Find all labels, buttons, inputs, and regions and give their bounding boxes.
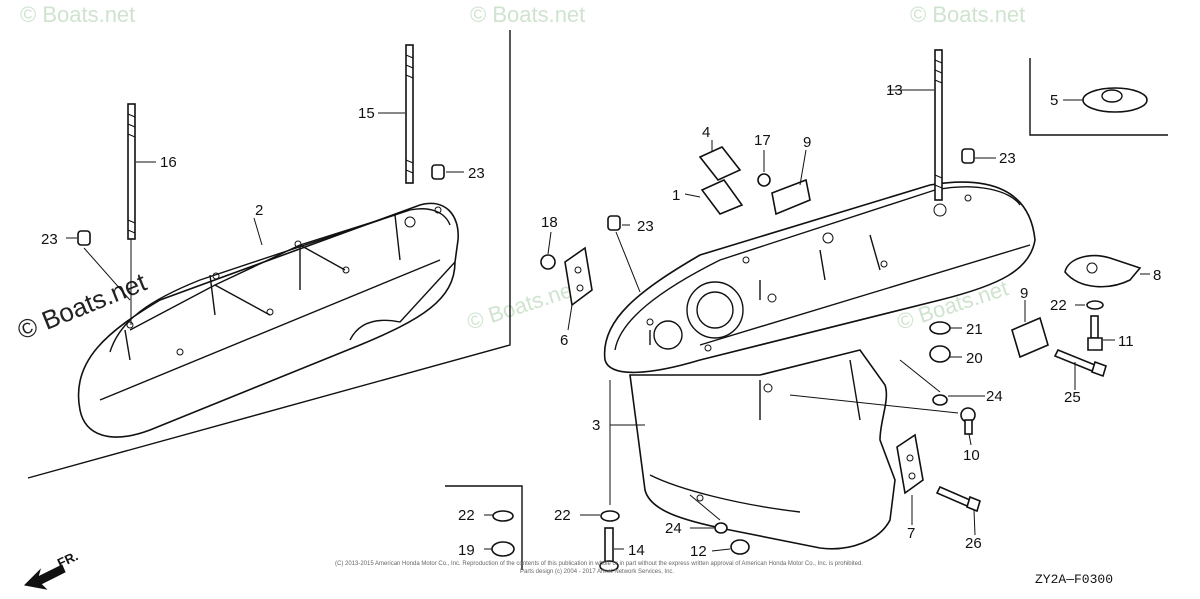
- grommet-part-20: [929, 345, 951, 363]
- mount-rubber-part-9-upper: [771, 178, 811, 216]
- stud-bolt-part-15: [405, 44, 414, 184]
- plate-part-5: [1082, 87, 1148, 113]
- callout-23-left-a: 23: [41, 231, 58, 248]
- nut-part-17: [757, 173, 771, 187]
- bolt-part-26: [935, 485, 981, 513]
- stud-bolt-part-13: [934, 49, 943, 201]
- nut-part-18: [540, 254, 556, 270]
- cover-part-7: [896, 433, 924, 495]
- upper-housing-part-2: [77, 202, 459, 438]
- washer-part-22-bottom-left: [492, 510, 514, 522]
- callout-9-upper: 9: [803, 134, 811, 151]
- callout-23-right-b: 23: [999, 150, 1016, 167]
- callout-12: 12: [690, 543, 707, 560]
- cover-part-6: [564, 246, 593, 307]
- extension-case-part-3: [603, 181, 1036, 550]
- rubber-mount-part-4: [698, 146, 742, 181]
- callout-17: 17: [754, 132, 771, 149]
- callout-10: 10: [963, 447, 980, 464]
- anode-part-8: [1064, 254, 1142, 288]
- bolt-part-25: [1053, 348, 1107, 378]
- copyright-line-1: (C) 2013-2015 American Honda Motor Co., …: [335, 561, 863, 567]
- callout-11: 11: [1118, 333, 1134, 350]
- bolt-part-11: [1087, 315, 1103, 351]
- callout-26: 26: [965, 535, 982, 552]
- callout-2: 2: [255, 202, 263, 219]
- stud-bolt-part-16: [127, 103, 136, 325]
- plug-part-12: [730, 539, 750, 555]
- callout-20: 20: [966, 350, 983, 367]
- front-direction-arrow: FR.: [23, 548, 80, 590]
- washer-part-24-bottom: [714, 522, 728, 534]
- watermark-top-right: © Boats.net: [910, 2, 1025, 27]
- callout-24-right: 24: [986, 388, 1003, 405]
- bolt-part-10: [960, 407, 976, 435]
- small-parts-frame: [445, 485, 523, 570]
- callout-13: 13: [886, 82, 903, 99]
- rubber-mount-part-1: [700, 179, 744, 215]
- washer-part-22-right: [1086, 300, 1104, 310]
- grommet-part-21: [929, 321, 951, 335]
- callout-25: 25: [1064, 389, 1081, 406]
- leader-lines: [66, 89, 1150, 552]
- callout-16: 16: [160, 154, 177, 171]
- watermark-center: © Boats.net: [464, 275, 581, 334]
- callout-5: 5: [1050, 92, 1058, 109]
- watermark-top-left: © Boats.net: [20, 2, 135, 27]
- left-frame: [27, 30, 511, 479]
- callout-22-right: 22: [1050, 297, 1067, 314]
- callout-6: 6: [560, 332, 568, 349]
- callout-3: 3: [592, 417, 600, 434]
- part5-frame: [1029, 58, 1168, 136]
- watermark-top-center: © Boats.net: [470, 2, 585, 27]
- washer-part-24-right: [932, 394, 948, 406]
- grommet-part-19: [491, 541, 515, 557]
- diagram-code: ZY2A—F0300: [1035, 572, 1113, 587]
- dowel-pin-part-23-left-b: [431, 164, 445, 180]
- front-direction-label: FR.: [55, 548, 80, 570]
- callout-21: 21: [966, 321, 983, 338]
- callout-7: 7: [907, 525, 915, 542]
- dowel-pin-part-23-left-a: [77, 230, 91, 246]
- callout-9-right: 9: [1020, 285, 1028, 302]
- callout-22-bottom-left: 22: [458, 507, 475, 524]
- callout-8: 8: [1153, 267, 1161, 284]
- mount-rubber-part-9-right: [1011, 316, 1049, 359]
- washer-part-22-bottom-center: [600, 510, 620, 522]
- callout-24-bottom: 24: [665, 520, 682, 537]
- bolt-part-14: [599, 527, 619, 572]
- callout-18: 18: [541, 214, 558, 231]
- callout-23-right-a: 23: [637, 218, 654, 235]
- dowel-pin-part-23-right-b: [961, 148, 975, 164]
- callout-15: 15: [358, 105, 375, 122]
- callout-14: 14: [628, 542, 645, 559]
- callout-1: 1: [672, 187, 680, 204]
- callout-22-bottom-center: 22: [554, 507, 571, 524]
- callout-19: 19: [458, 542, 475, 559]
- callout-23-left-b: 23: [468, 165, 485, 182]
- dowel-pin-part-23-right-a: [607, 215, 621, 231]
- copyright-line-2: Parts design (c) 2004 - 2017 Arinet Netw…: [520, 569, 674, 575]
- callout-4: 4: [702, 124, 710, 141]
